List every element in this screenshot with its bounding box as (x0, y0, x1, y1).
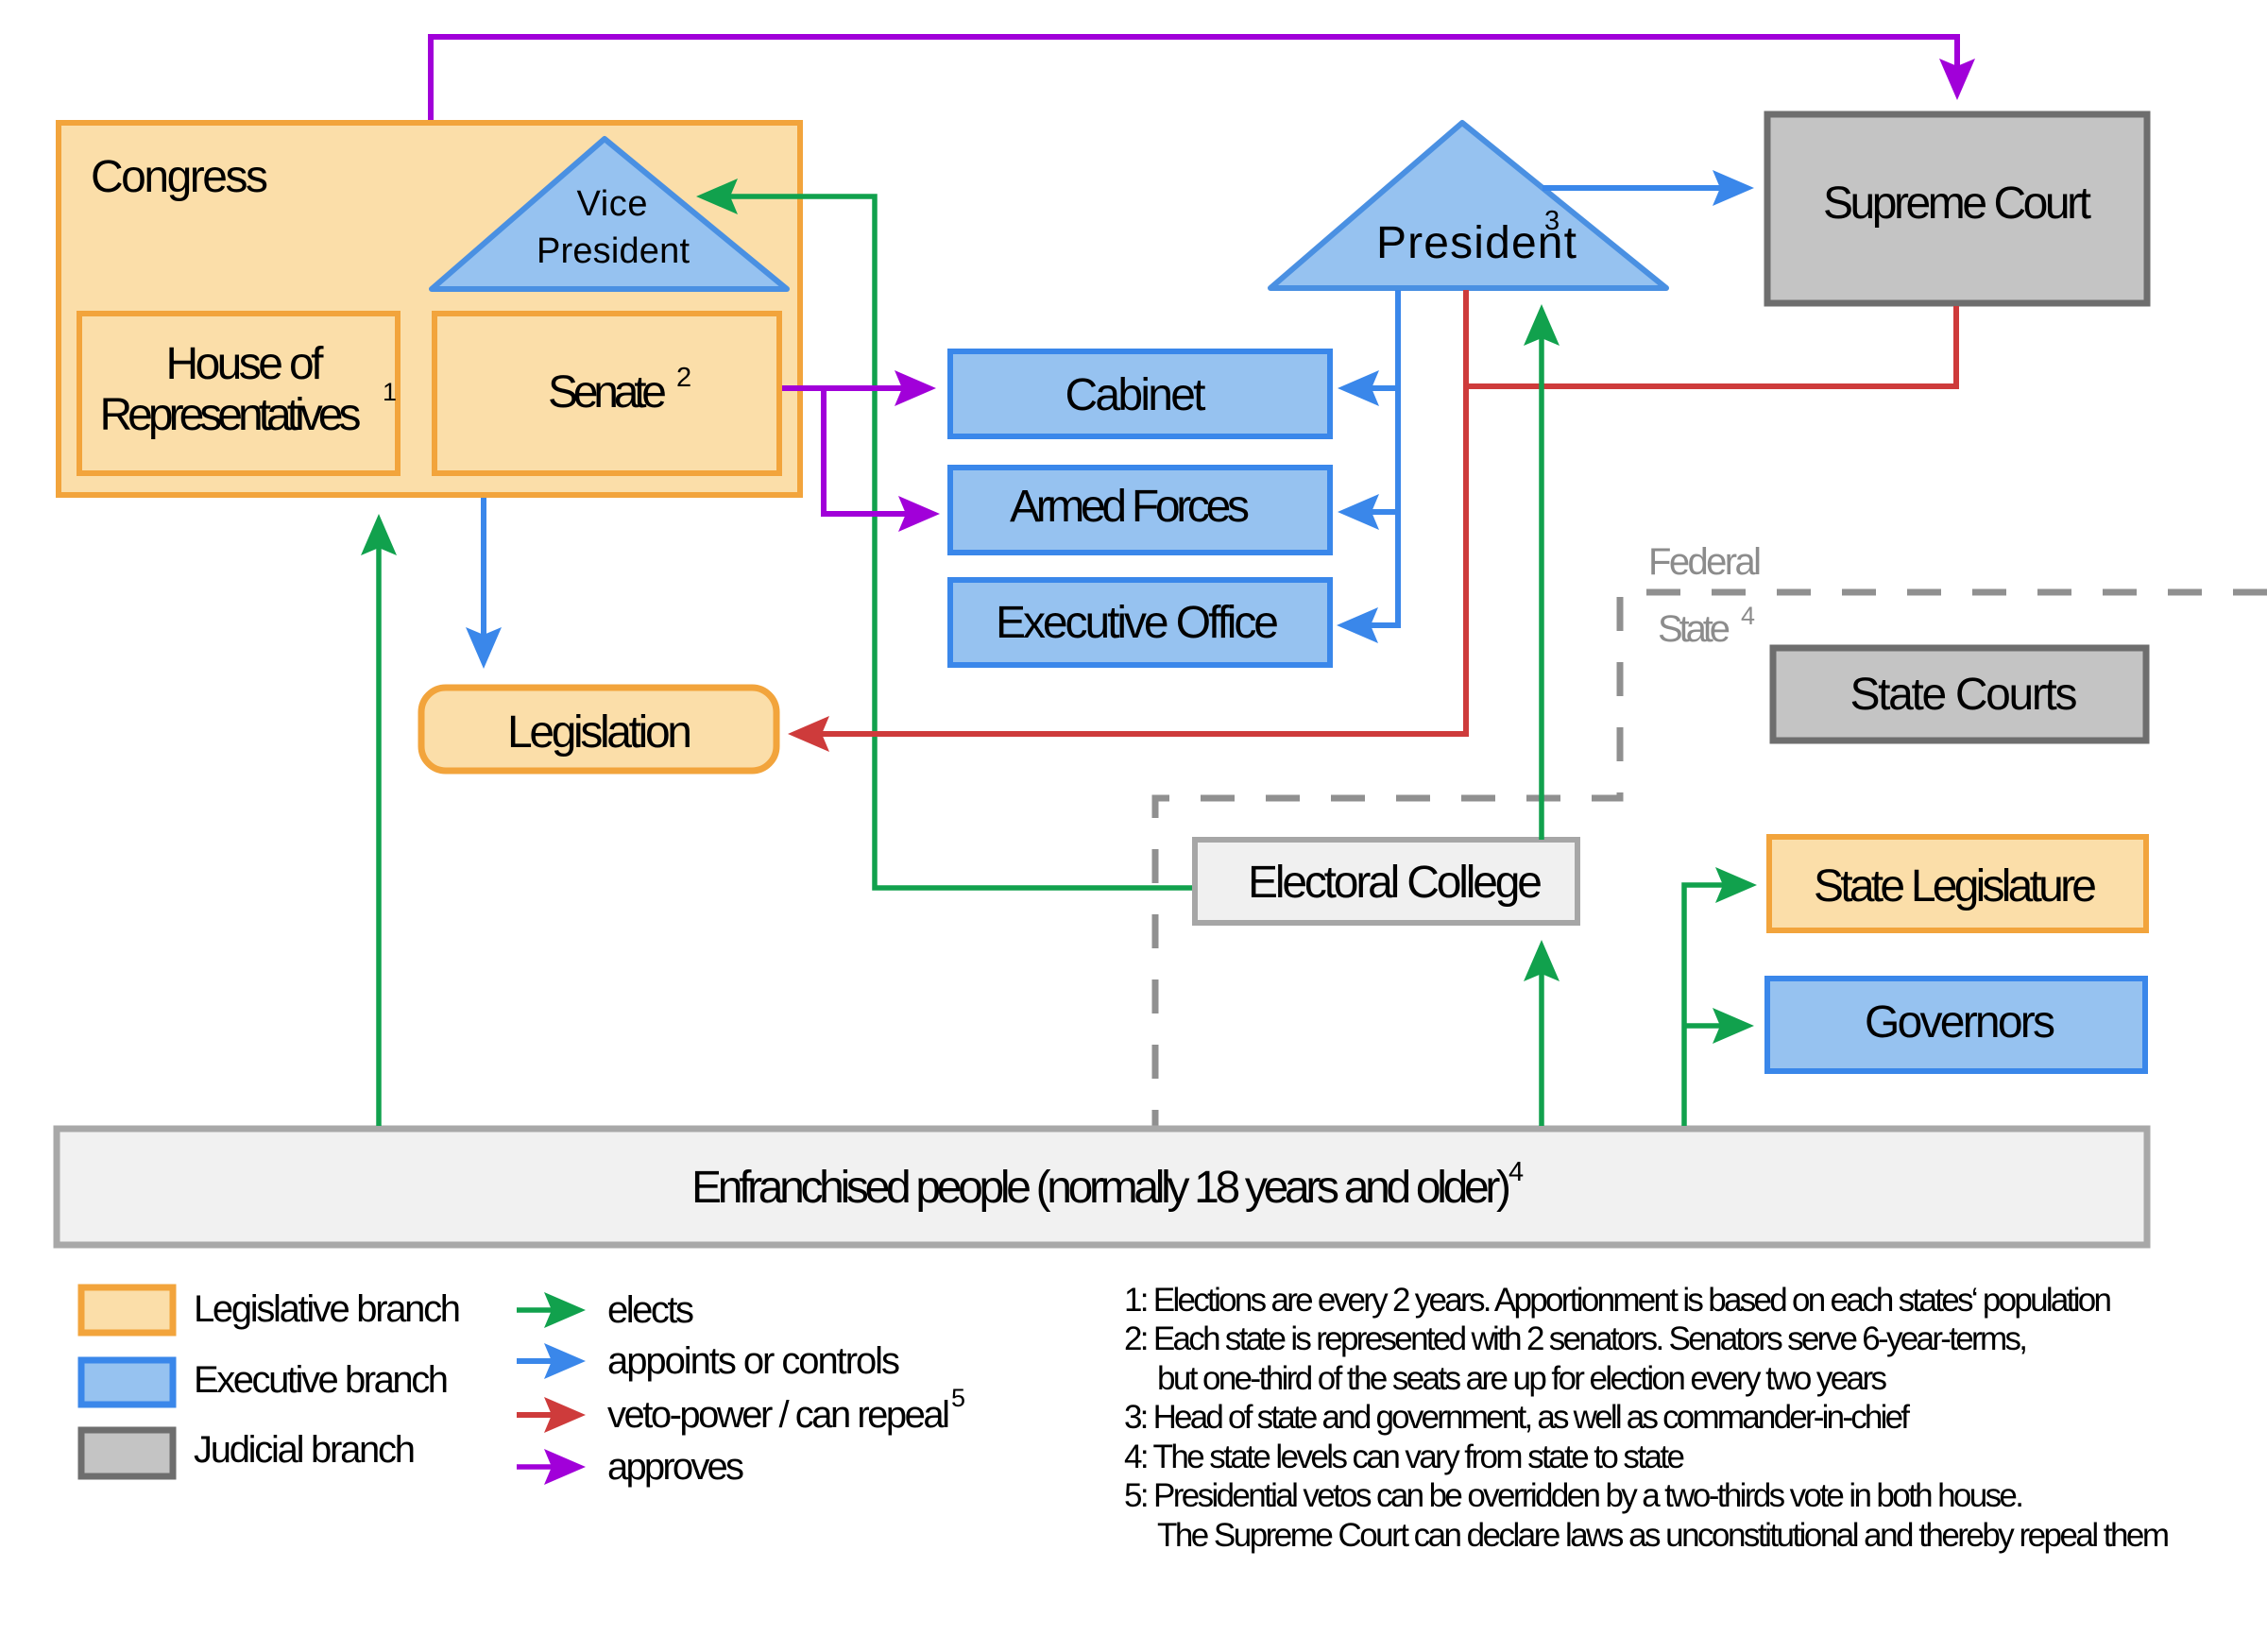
svg-text:Executive Office: Executive Office (996, 598, 1279, 648)
svg-text:President: President (537, 231, 690, 271)
svg-text:Enfranchised people (normally: Enfranchised people (normally 18 years a… (691, 1163, 1511, 1213)
svg-text:appoints or controls: appoints or controls (607, 1340, 900, 1382)
svg-text:2: Each state is represented w: 2: Each state is represented with 2 sena… (1124, 1320, 2028, 1357)
svg-text:4: 4 (1508, 1157, 1524, 1187)
svg-text:elects: elects (607, 1289, 694, 1331)
svg-text:Legislative branch: Legislative branch (194, 1288, 461, 1330)
svg-text:President: President (1376, 218, 1577, 268)
svg-text:Electoral College: Electoral College (1248, 858, 1543, 908)
svg-text:Federal: Federal (1648, 541, 1762, 583)
svg-text:Vice: Vice (577, 184, 648, 224)
svg-text:approves: approves (607, 1446, 744, 1488)
svg-text:State Legislature: State Legislature (1814, 861, 2097, 911)
svg-text:Governors: Governors (1865, 997, 2055, 1047)
svg-text:Cabinet: Cabinet (1065, 370, 1206, 420)
svg-text:Executive branch: Executive branch (194, 1359, 449, 1401)
svg-text:Congress: Congress (91, 152, 268, 202)
svg-text:1: 1 (383, 378, 397, 406)
svg-text:The Supreme Court can declare: The Supreme Court can declare laws as un… (1157, 1517, 2170, 1554)
svg-text:5: Presidential vetos can be o: 5: Presidential vetos can be overridden … (1124, 1477, 2024, 1514)
svg-text:Judicial branch: Judicial branch (194, 1429, 416, 1471)
svg-text:1: Elections are every 2 years: 1: Elections are every 2 years. Apportio… (1124, 1282, 2112, 1319)
svg-text:House of: House of (166, 339, 325, 389)
svg-text:Representatives: Representatives (100, 390, 362, 440)
svg-text:Legislation: Legislation (507, 707, 692, 758)
svg-text:State: State (1658, 608, 1730, 650)
svg-text:but one-third of the seats are: but one-third of the seats are up for el… (1157, 1360, 1887, 1397)
svg-text:3: Head of state and governmen: 3: Head of state and government, as well… (1124, 1399, 1910, 1436)
svg-text:State Courts: State Courts (1850, 670, 2078, 720)
svg-text:2: 2 (676, 363, 691, 393)
svg-text:veto-power / can repeal: veto-power / can repeal (607, 1394, 950, 1436)
svg-text:3: 3 (1544, 206, 1560, 236)
svg-text:4: 4 (1741, 602, 1755, 630)
svg-text:Senate: Senate (548, 367, 667, 417)
svg-text:5: 5 (951, 1384, 965, 1412)
svg-text:4: The state levels can vary f: 4: The state levels can vary from state … (1124, 1439, 1685, 1475)
svg-text:Armed Forces: Armed Forces (1010, 482, 1250, 532)
svg-text:Supreme Court: Supreme Court (1823, 179, 2091, 229)
